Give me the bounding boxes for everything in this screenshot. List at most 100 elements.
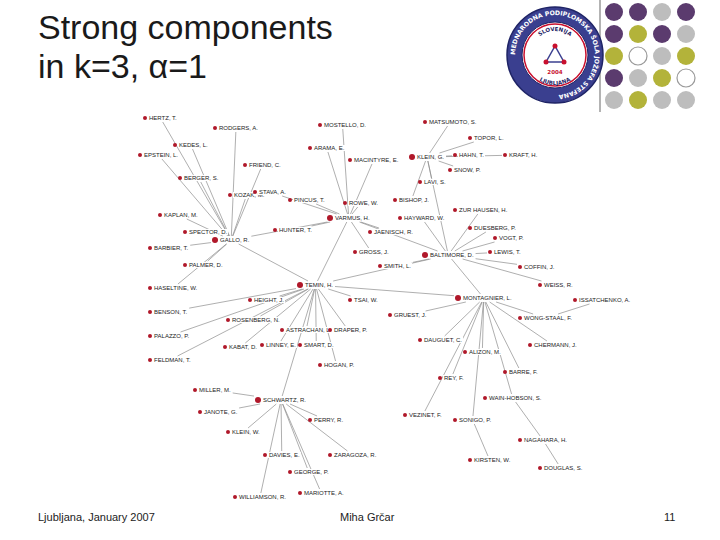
author-name: HEIGHT, J. — [253, 297, 285, 303]
author-name: HAYWARD, W. — [403, 215, 445, 221]
author-node: WAIN-HOBSON, S. — [483, 395, 542, 401]
author-node: DOUGLAS, S. — [538, 465, 583, 471]
author-dot — [468, 458, 472, 462]
coauthor-link — [350, 164, 371, 214]
coauthor-link — [426, 302, 466, 311]
author-node: TOPOR, L. — [468, 135, 505, 141]
author-name: FRIEND, C. — [248, 162, 282, 168]
author-dot — [148, 310, 152, 314]
coauthor-link — [361, 222, 379, 228]
author-name: FELDMAN, T. — [153, 357, 192, 363]
author-node: BARRE, F. — [503, 369, 539, 375]
author-node: SPECTOR, D. — [183, 229, 228, 235]
decor-dot — [629, 3, 647, 21]
author-name: ZUR HAUSEN, H. — [458, 207, 508, 213]
author-dot — [143, 116, 147, 120]
author-node: BENSON, T. — [148, 309, 188, 315]
author-name: MACINTYRE, E. — [353, 157, 399, 163]
author-node: HEIGHT, J. — [248, 297, 285, 303]
coauthor-link — [428, 161, 432, 178]
coauthor-link — [439, 161, 454, 166]
coauthor-link — [181, 289, 304, 332]
decor-dot — [653, 47, 671, 65]
author-dot — [348, 298, 352, 302]
author-name: KAPLAN, M. — [163, 212, 199, 218]
author-dot — [378, 264, 382, 268]
author-node: ROWE, W. — [343, 200, 379, 206]
author-node: BISHOP, J. — [393, 197, 430, 203]
author-dot — [328, 453, 332, 457]
coauthor-link — [558, 304, 589, 314]
author-name: ISSATCHENKO, A. — [578, 297, 631, 303]
author-dot — [438, 376, 442, 380]
author-name: GEORGE, P. — [293, 469, 330, 475]
author-node: MACINTYRE, E. — [348, 157, 399, 163]
author-name: SMART, D. — [303, 342, 335, 348]
coauthor-link — [233, 199, 246, 236]
author-node: FRIEND, C. — [243, 162, 282, 168]
author-dot — [158, 213, 162, 217]
author-dot — [418, 180, 422, 184]
author-node: PINCUS, T. — [288, 197, 326, 203]
author-node: KABAT, D. — [223, 344, 258, 350]
author-dot — [528, 343, 532, 347]
author-name: VARMUS, H. — [334, 215, 371, 221]
author-dot — [573, 298, 577, 302]
author-name: RODGERS, A. — [218, 125, 259, 131]
author-node: KIRSTEN, W. — [468, 457, 511, 463]
author-node: RODGERS, A. — [213, 125, 259, 131]
author-dot — [453, 153, 457, 157]
author-node: HAYWARD, W. — [398, 215, 445, 221]
author-node: ALIZON, M. — [463, 349, 502, 355]
author-name: REY, F. — [443, 375, 465, 381]
author-dot — [243, 163, 247, 167]
author-node: WEISS, R. — [538, 282, 574, 288]
author-dot — [233, 495, 237, 499]
author-node: VEZINET, F. — [403, 412, 443, 418]
author-node: KRAFT, H. — [503, 152, 538, 158]
coauthor-link — [163, 122, 229, 236]
author-node: ZUR HAUSEN, H. — [453, 207, 508, 213]
author-name: JAENISCH, R. — [373, 229, 414, 235]
coauthor-link — [473, 302, 483, 416]
author-dot — [503, 370, 507, 374]
author-name: ASTRACHAN, L. — [285, 327, 332, 333]
coauthor-link — [428, 161, 448, 251]
decor-dot — [605, 25, 623, 43]
coauthor-link — [496, 302, 533, 314]
author-dot — [198, 410, 202, 414]
coauthor-link — [413, 259, 429, 262]
author-dot — [213, 126, 217, 130]
author-node: MOSTELLO, D. — [318, 122, 367, 128]
author-name: SCHWARTZ, R. — [262, 397, 307, 403]
author-name: NAGAHARA, H. — [523, 437, 568, 443]
author-node: SMITH, L. — [378, 263, 412, 269]
author-name: ZARAGOZA, R. — [333, 452, 377, 458]
author-node: ISSATCHENKO, A. — [573, 297, 631, 303]
author-name: WONG-STAAL, F. — [523, 315, 573, 321]
author-dot — [263, 453, 267, 457]
author-name: PERRY, R. — [313, 417, 344, 423]
author-dot — [173, 143, 177, 147]
coauthor-link — [239, 404, 260, 408]
author-name: MATSUMOTO, S. — [428, 119, 477, 125]
author-name: WILLIAMSON, R. — [238, 494, 287, 500]
author-name: DRAPER, P. — [333, 327, 368, 333]
author-name: BALTIMORE, D. — [429, 252, 475, 258]
author-name: BERGER, S. — [183, 175, 219, 181]
author-dot — [393, 198, 397, 202]
coauthor-link — [333, 259, 430, 281]
coauthor-link — [351, 222, 368, 248]
author-dot — [223, 345, 227, 349]
coauthor-link — [282, 196, 337, 214]
author-dot — [348, 158, 352, 162]
logo-text: SLOVENIJA — [537, 26, 574, 38]
decor-dot — [677, 47, 695, 65]
coauthor-link — [233, 169, 261, 236]
author-node: TSAI, W. — [348, 297, 379, 303]
coauthor-link — [193, 149, 230, 236]
author-name: GALLO, R. — [219, 237, 250, 243]
author-name: MILLER, M. — [198, 387, 232, 393]
author-node: PALAZZO, P. — [148, 333, 190, 339]
author-name: PALAZZO, P. — [153, 333, 190, 339]
